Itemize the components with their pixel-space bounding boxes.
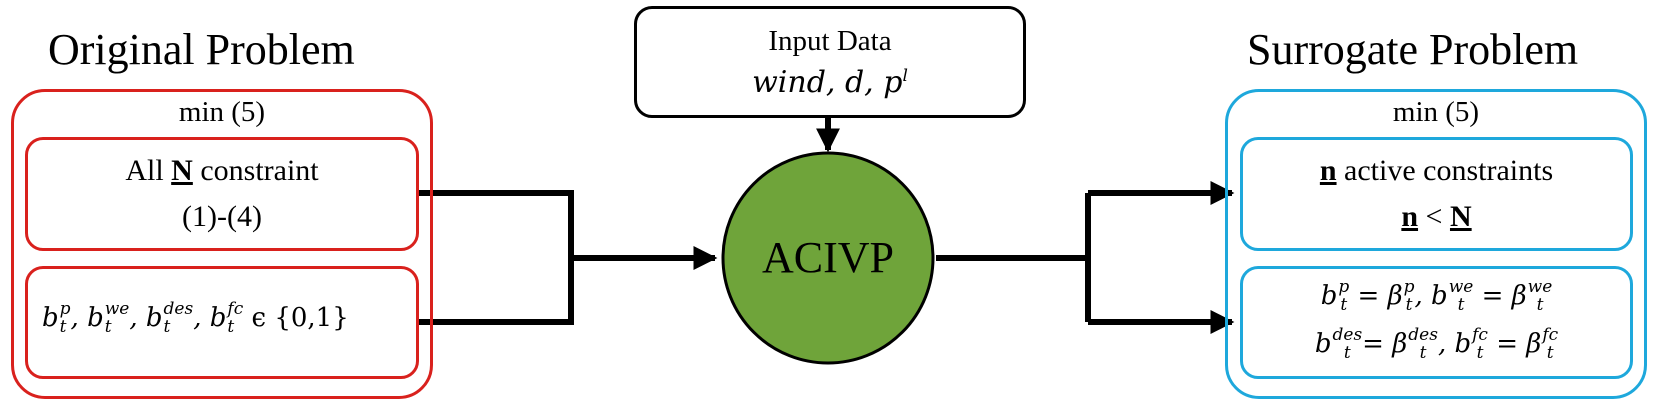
all-constraints-box: All N constraint (1)-(4) bbox=[25, 137, 419, 251]
binary-set: ϵ {0,1} bbox=[251, 302, 349, 333]
surrogate-problem-title: Surrogate Problem bbox=[1247, 25, 1579, 74]
compare-N: N bbox=[1449, 200, 1472, 233]
input-vars-sup: l bbox=[902, 66, 908, 86]
compare-op: < bbox=[1425, 200, 1443, 233]
input-data-vars: wind, d, pl bbox=[637, 65, 1023, 100]
compare-n: n bbox=[1401, 200, 1419, 233]
all-constraints-text: All N constraint bbox=[28, 154, 416, 188]
surrogate-problem-panel: min (5) bbox=[1225, 89, 1647, 399]
input-vars-text: wind, d, p bbox=[752, 65, 903, 100]
constraint-suffix: constraint bbox=[200, 154, 319, 187]
active-constraints-text: n active constraints bbox=[1243, 154, 1630, 188]
input-data-title: Input Data bbox=[768, 25, 892, 57]
left-merge-line bbox=[418, 190, 574, 325]
active-constraints-box: n active constraints n < N bbox=[1240, 137, 1633, 251]
acivp-node bbox=[721, 151, 935, 365]
constraint-prefix: All bbox=[125, 154, 164, 187]
surrogate-objective: min (5) bbox=[1392, 96, 1480, 128]
original-problem-panel: min (5) bbox=[11, 89, 433, 399]
constraint-refs: (1)-(4) bbox=[182, 200, 262, 233]
active-n: n bbox=[1319, 154, 1337, 187]
acivp-label: ACIVP bbox=[761, 233, 895, 282]
n-less-than-N: n < N bbox=[1243, 200, 1630, 234]
constraint-N: N bbox=[171, 154, 193, 187]
original-objective: min (5) bbox=[178, 96, 266, 128]
input-data-box: Input Data wind, d, pl bbox=[634, 6, 1026, 118]
active-text: active constraints bbox=[1344, 154, 1554, 187]
original-problem-title: Original Problem bbox=[48, 25, 355, 74]
